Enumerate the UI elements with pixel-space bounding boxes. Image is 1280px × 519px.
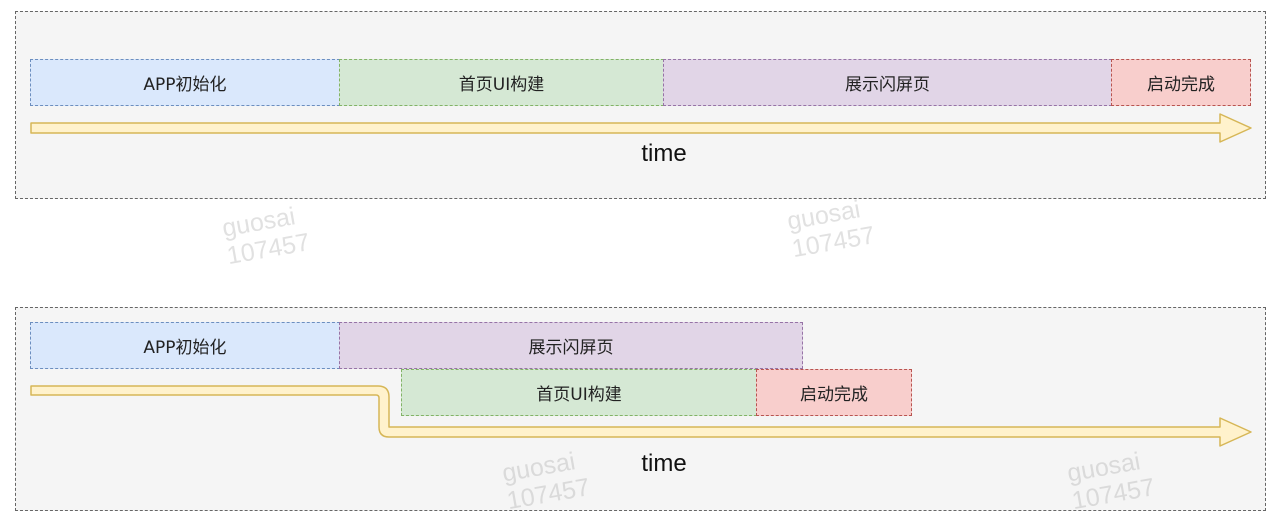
watermark-line2: 107457 [789, 221, 877, 264]
phase-label: 展示闪屏页 [845, 75, 930, 95]
phase-splash-screen: 展示闪屏页 [663, 59, 1112, 106]
phase-label: 展示闪屏页 [528, 338, 614, 358]
phase-label: 首页UI构建 [536, 385, 622, 405]
phase-label: 启动完成 [800, 385, 868, 405]
phase-splash-screen: 展示闪屏页 [339, 322, 803, 369]
phase-app-init: APP初始化 [30, 322, 340, 369]
phase-launch-complete: 启动完成 [756, 369, 912, 416]
phase-label: 启动完成 [1147, 75, 1215, 95]
phase-home-ui-build: 首页UI构建 [339, 59, 664, 106]
time-axis-label: time [641, 140, 687, 167]
phase-launch-complete: 启动完成 [1111, 59, 1251, 106]
phase-label: APP初始化 [143, 75, 227, 95]
phase-label: 首页UI构建 [458, 75, 545, 95]
time-axis-label: time [641, 450, 687, 477]
watermark: guosai 107457 [785, 194, 877, 264]
phase-home-ui-build: 首页UI构建 [401, 369, 757, 416]
watermark-line1: guosai [785, 195, 863, 236]
phase-label: APP初始化 [143, 338, 227, 358]
watermark-line2: 107457 [224, 228, 312, 271]
watermark: guosai 107457 [220, 201, 312, 271]
phase-app-init: APP初始化 [30, 59, 340, 106]
watermark-line1: guosai [220, 202, 298, 243]
